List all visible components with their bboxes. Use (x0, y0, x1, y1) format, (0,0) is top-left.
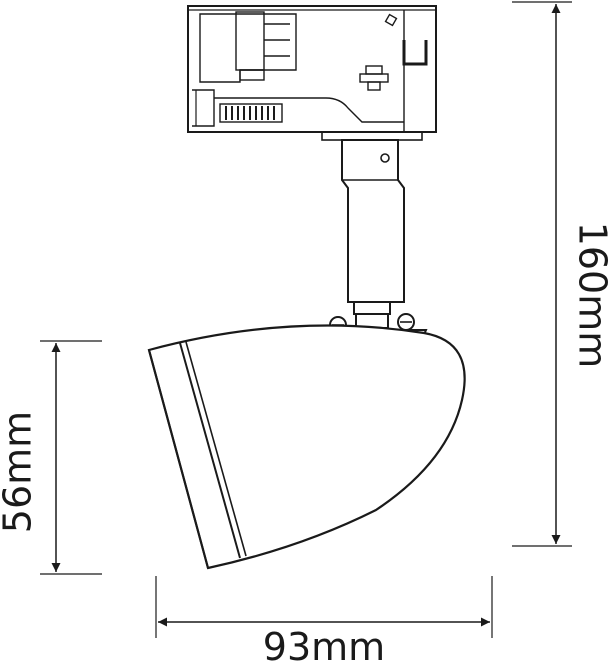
head-height-label: 56mm (0, 411, 40, 533)
dimension-height-total: 160mm (512, 1, 609, 547)
dimension-width-total: 93mm (155, 576, 493, 662)
dimension-head-height: 56mm (0, 340, 102, 575)
width-total-label: 93mm (263, 625, 385, 662)
track-adapter (187, 5, 437, 141)
height-total-label: 160mm (571, 222, 609, 369)
support-stem (341, 139, 405, 329)
lamp-head (147, 324, 466, 570)
